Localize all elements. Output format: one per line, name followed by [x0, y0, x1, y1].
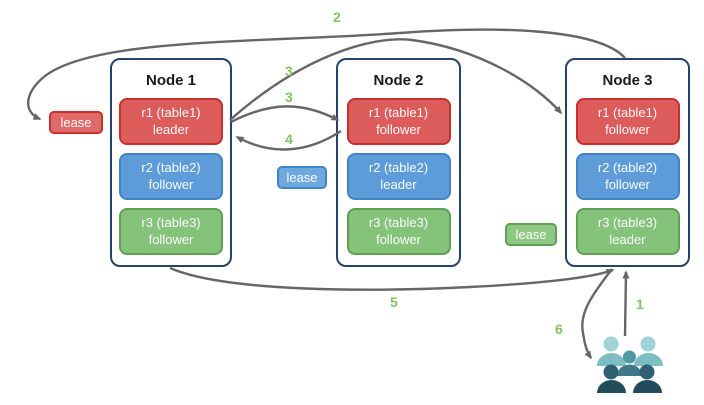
- node-1-title: Node 1: [145, 72, 196, 89]
- replica-role: leader: [609, 231, 646, 247]
- node-2-replica-r2: r2 (table2) leader: [346, 153, 451, 200]
- users-icon: [597, 336, 663, 393]
- node-1-panel: Node 1 r1 (table1) leader r2 (table2) fo…: [110, 58, 232, 267]
- arrow-label-1: 1: [636, 296, 644, 312]
- replica-role: follower: [148, 176, 194, 192]
- replica-role: leader: [380, 176, 417, 192]
- node-3-panel: Node 3 r1 (table1) follower r2 (table2) …: [565, 58, 690, 267]
- node-2-replica-r1: r1 (table1) follower: [346, 98, 451, 145]
- node-2-title: Node 2: [373, 72, 424, 89]
- node-3-replica-r3: r3 (table3) leader: [575, 208, 680, 255]
- node-2-replica-r3: r3 (table3) follower: [346, 208, 451, 255]
- node-3-replica-r1: r1 (table1) follower: [575, 98, 680, 145]
- arrow-label-2: 2: [333, 9, 341, 25]
- replica-name: r1 (table1): [368, 104, 429, 120]
- lease-badge-green: lease: [505, 223, 557, 246]
- arrow-label-4: 4: [285, 131, 293, 147]
- replica-name: r2 (table2): [368, 159, 429, 175]
- replica-role: follower: [376, 231, 421, 247]
- node-2-panel: Node 2 r1 (table1) follower r2 (table2) …: [336, 58, 461, 267]
- node-3-replica-r2: r2 (table2) follower: [575, 153, 680, 200]
- replica-name: r1 (table1): [597, 104, 658, 120]
- replica-name: r1 (table1): [141, 104, 201, 120]
- arrow-5-node1-to-node3: [169, 266, 615, 291]
- arrow-1-users-to-node3: [622, 270, 630, 337]
- replica-role: follower: [605, 176, 650, 192]
- arrow-6-node3-to-users: [581, 268, 613, 360]
- replica-name: r2 (table2): [597, 159, 658, 175]
- arrow-label-3a: 3: [285, 63, 293, 79]
- node-1-replica-r3: r3 (table3) follower: [119, 208, 223, 255]
- arrow-label-6: 6: [555, 321, 563, 337]
- node-1-replica-r1: r1 (table1) leader: [119, 98, 223, 145]
- replica-name: r3 (table3): [368, 214, 429, 230]
- replica-name: r2 (table2): [141, 159, 201, 175]
- replica-role: follower: [376, 121, 421, 137]
- replica-name: r3 (table3): [597, 214, 658, 230]
- arrow-label-5: 5: [390, 294, 398, 310]
- lease-badge-blue: lease: [277, 166, 327, 189]
- replica-name: r3 (table3): [141, 214, 201, 230]
- arrow-3-to-node2: [230, 105, 340, 124]
- node-3-title: Node 3: [602, 72, 653, 89]
- replica-role: follower: [148, 231, 194, 247]
- node-1-replica-r2: r2 (table2) follower: [119, 153, 223, 200]
- lease-badge-red: lease: [49, 111, 103, 134]
- arrow-label-3b: 3: [285, 89, 293, 105]
- replica-role: follower: [605, 121, 650, 137]
- replica-role: leader: [152, 121, 190, 137]
